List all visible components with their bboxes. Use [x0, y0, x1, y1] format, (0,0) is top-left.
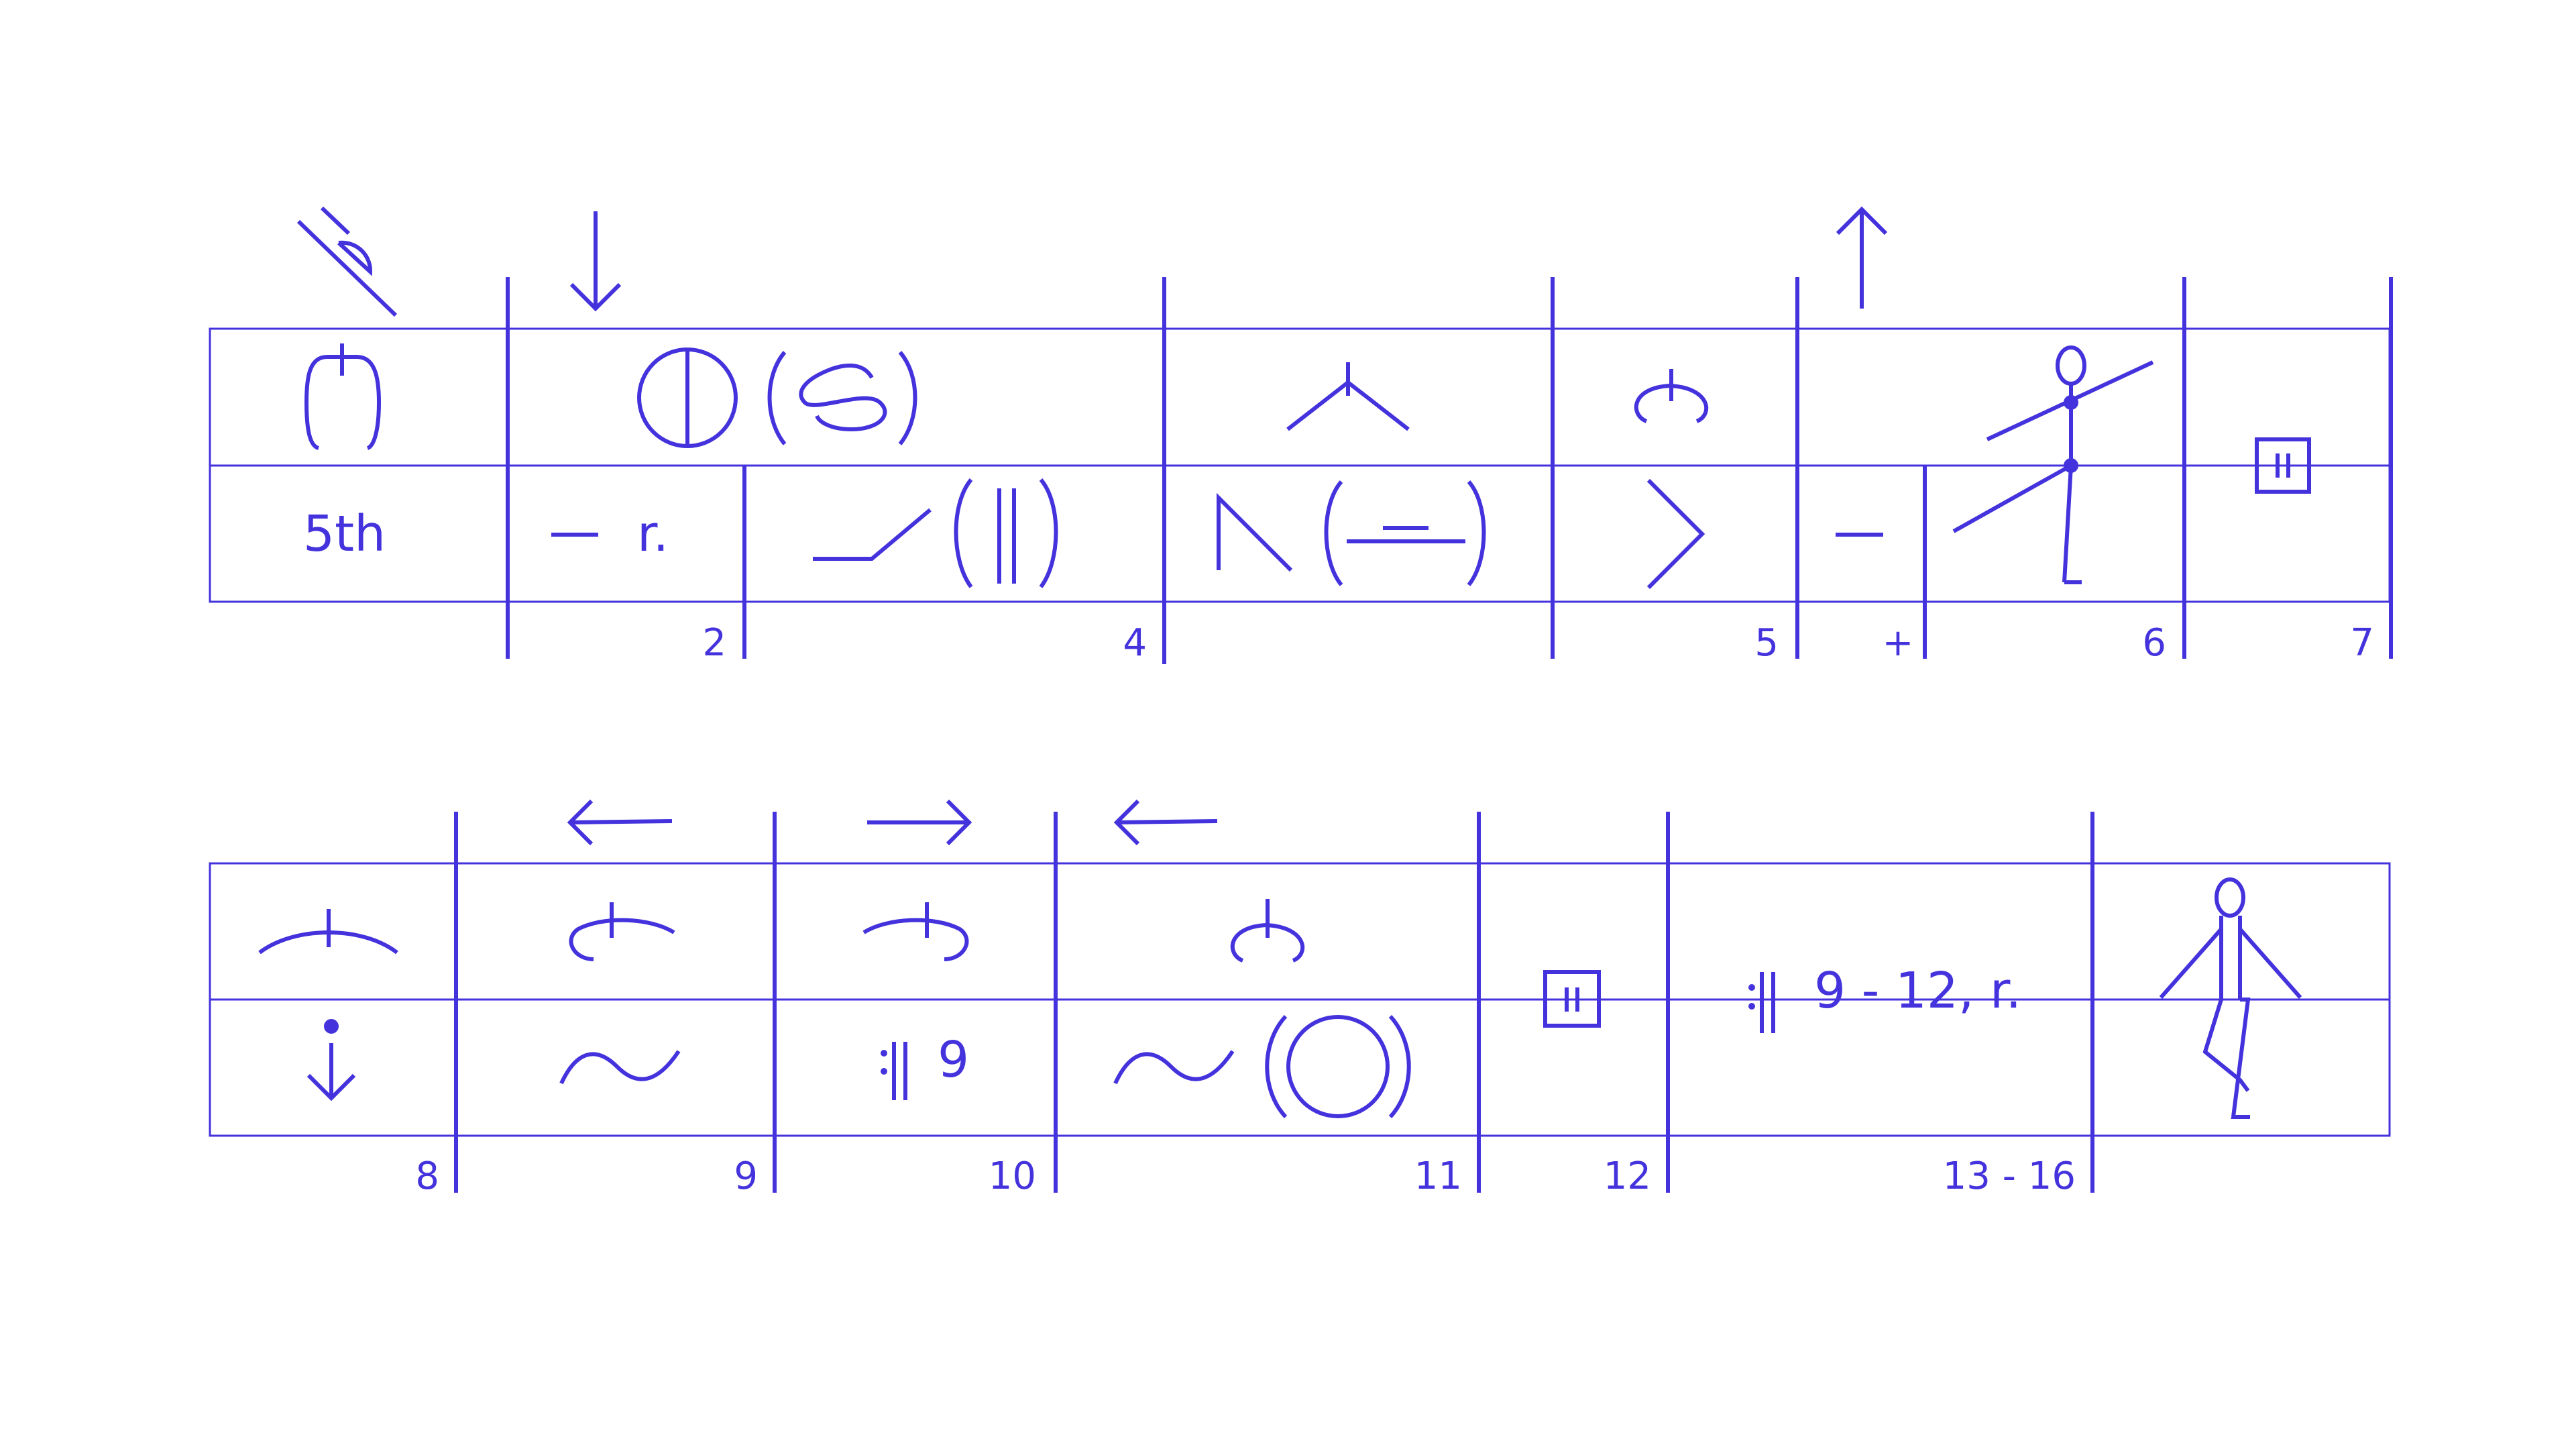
- wave-icon: [1113, 1050, 1235, 1085]
- arrow-left-icon: [567, 799, 673, 846]
- measure-number: 5: [1754, 621, 1779, 665]
- hold-square-icon: [1543, 970, 1601, 1028]
- measure-number: 4: [1123, 621, 1147, 665]
- stick-figure-arms-icon: [1952, 345, 2154, 584]
- parenthesized-s-curve-icon: [767, 351, 917, 445]
- right-abbrev-label: r.: [637, 505, 669, 563]
- right-hook-arc-pin-icon: [862, 902, 969, 961]
- measure-number: 11: [1414, 1154, 1462, 1198]
- wide-arc-pin-icon: [258, 909, 398, 955]
- wave-icon: [559, 1050, 681, 1085]
- repeat-sign-icon: [1748, 972, 1775, 1033]
- arrow-left-icon: [1113, 799, 1218, 846]
- measure-number: 13 - 16: [1943, 1154, 2076, 1198]
- measure-number: 9: [734, 1154, 758, 1198]
- measure-number: 7: [2350, 621, 2374, 665]
- repeat-sign-icon: [881, 1042, 907, 1100]
- parenthesized-double-bar-icon: [954, 478, 1058, 588]
- arrow-right-icon: [867, 799, 972, 846]
- caret-up-icon: [1286, 362, 1410, 431]
- dot-arrow-down-icon: [306, 1019, 356, 1101]
- measure-number: 2: [702, 621, 726, 665]
- staff-1: 5th r. 2 4 5 + 6 7: [209, 206, 2393, 665]
- hold-square-icon: [2255, 437, 2311, 494]
- sloped-bracket-icon: [1217, 492, 1293, 572]
- step-ramp-icon: [813, 508, 932, 561]
- chevron-right-icon: [1646, 478, 1705, 590]
- diagonal-hatch-semicircle-icon: [296, 206, 398, 317]
- divided-circle-icon: [637, 347, 738, 448]
- measure-plus: +: [1883, 621, 1914, 665]
- parenthesized-double-line-icon: [1324, 480, 1486, 586]
- small-arc-pin-icon: [1634, 369, 1709, 423]
- walking-stick-figure-icon: [2159, 877, 2302, 1119]
- repeat-range-label: 9 - 12, r.: [1814, 962, 2021, 1020]
- fifth-position-label: 5th: [303, 505, 386, 563]
- repeat-measure-label: 9: [938, 1031, 969, 1089]
- measure-number: 6: [2142, 621, 2166, 665]
- small-arc-pin-icon: [1230, 899, 1305, 963]
- split-oval-icon: [304, 343, 382, 450]
- measure-number: 12: [1604, 1154, 1651, 1198]
- measure-number: 10: [989, 1154, 1036, 1198]
- arrow-down-icon: [569, 211, 622, 312]
- arrow-up-icon: [1836, 206, 1888, 309]
- measure-number: 8: [415, 1154, 439, 1198]
- parenthesized-circle-icon: [1265, 1014, 1411, 1119]
- left-hook-arc-pin-icon: [569, 902, 675, 961]
- staff-2: 9 9 - 12, r. 8: [209, 799, 2391, 1198]
